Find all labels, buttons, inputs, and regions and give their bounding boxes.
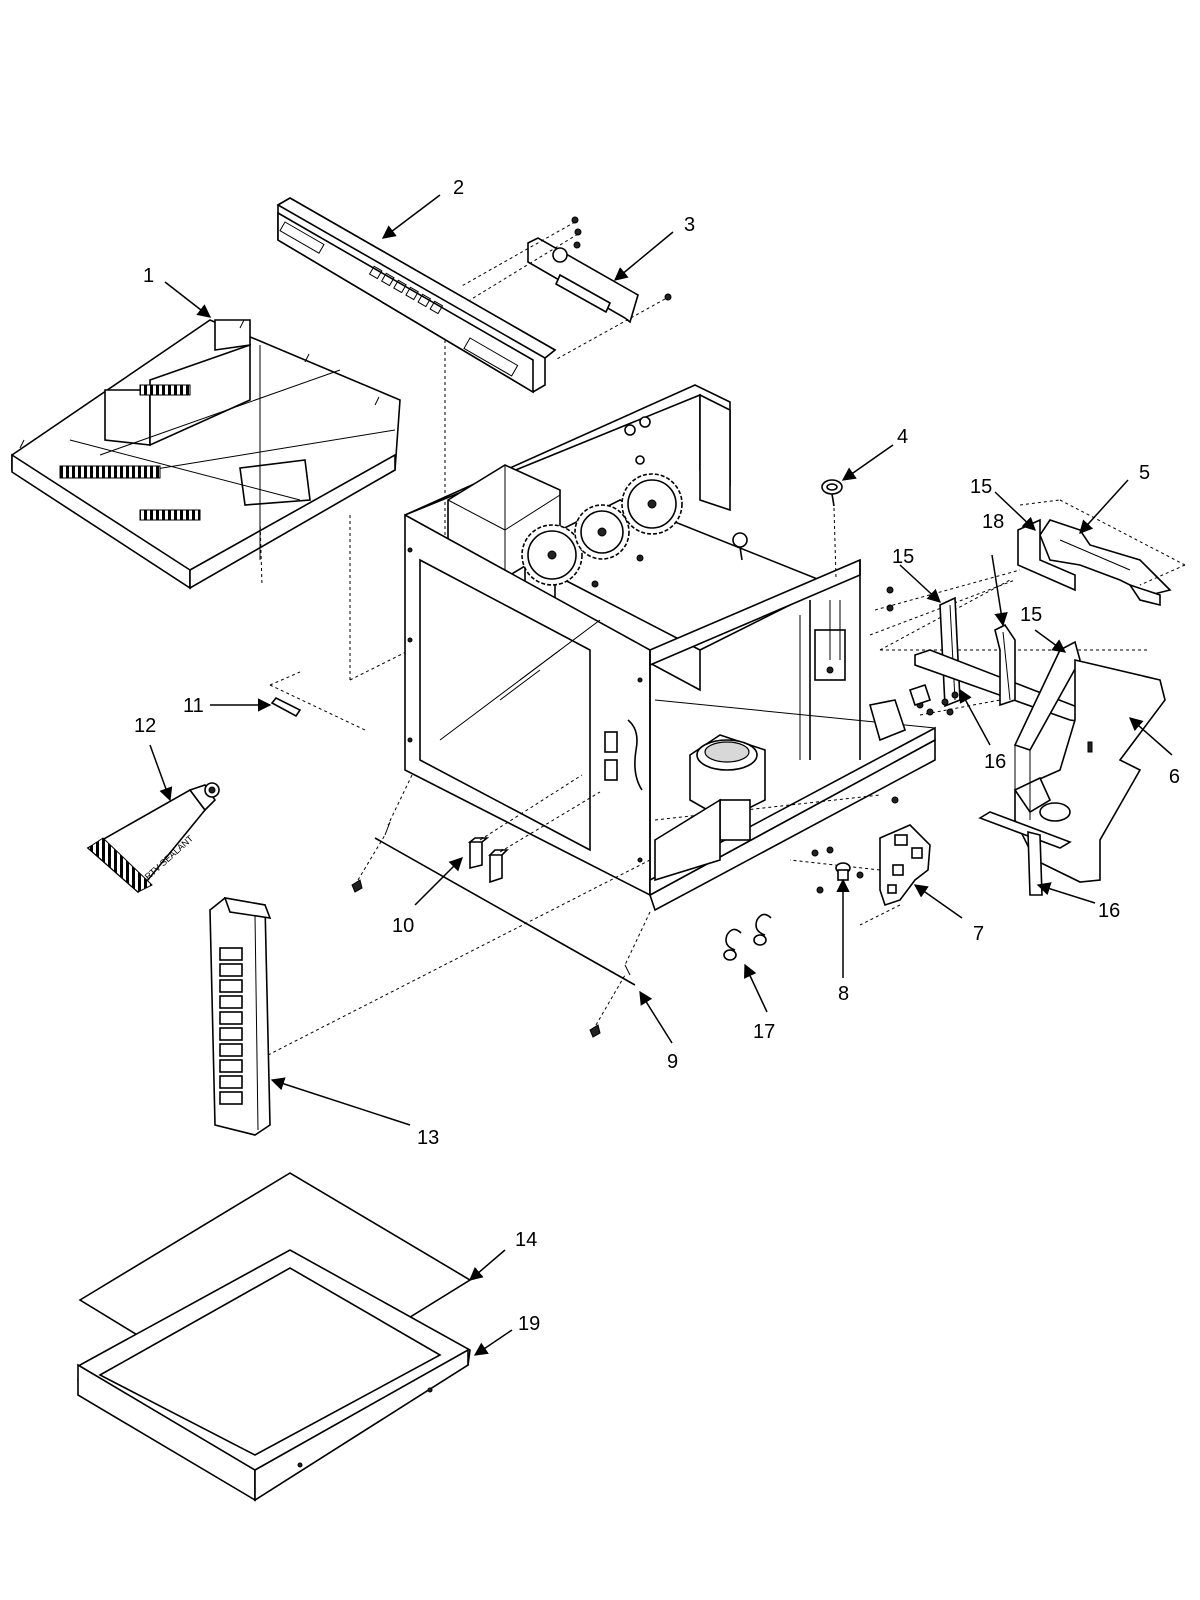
callout-5: 5 [1139,462,1150,484]
part-10-foam-blocks [467,774,601,884]
callout-15a: 15 [970,476,992,498]
part-17-clips [723,913,772,961]
part-5-bracket [1019,499,1186,607]
callout-12: 12 [134,715,156,737]
callout-1: 1 [143,265,154,287]
callout-16a: 16 [984,751,1006,773]
part-15b-bracket [939,596,961,708]
part-19-frame [77,1249,471,1502]
callout-leaders [149,194,1173,1356]
part-1-top-cover [11,319,401,590]
part-12-rtv-sealant-tube: RTV SEALANT [86,782,220,894]
callout-2: 2 [453,177,464,199]
keypad-buttons [219,947,243,1105]
callout-16b: 16 [1098,900,1120,922]
callout-14: 14 [515,1229,537,1251]
part-8-switch [811,849,864,881]
callout-19: 19 [518,1313,540,1335]
part-9-seal-strip [351,774,651,1038]
callout-4: 4 [897,426,908,448]
callout-7: 7 [973,923,984,945]
callout-11: 11 [183,695,204,717]
callout-13: 13 [417,1127,439,1149]
part-18-bracket [994,623,1016,707]
callout-15b: 15 [892,546,914,568]
callout-17: 17 [753,1021,775,1043]
callout-numbers: 1 2 3 4 5 6 7 8 9 10 11 12 13 14 19 15 1… [134,177,1180,1335]
part-2-control-panel [276,197,557,394]
main-chassis [404,384,936,912]
screws-right [908,683,959,716]
part-13-keypad [209,859,651,1136]
callout-3: 3 [684,214,695,236]
part-15a-duct [1017,518,1076,592]
callout-6: 6 [1169,766,1180,788]
callout-18: 18 [982,511,1004,533]
part-11-pin [269,671,366,731]
part-3-control-board [459,216,672,361]
part-4-hook [821,479,843,579]
callout-10: 10 [392,915,414,937]
gear-assembly [521,473,683,588]
part-6-side-bracket [1013,640,1166,883]
part-7-terminal-block [789,824,931,926]
callout-9: 9 [667,1051,678,1073]
callout-8: 8 [838,983,849,1005]
callout-15c: 15 [1020,604,1042,626]
